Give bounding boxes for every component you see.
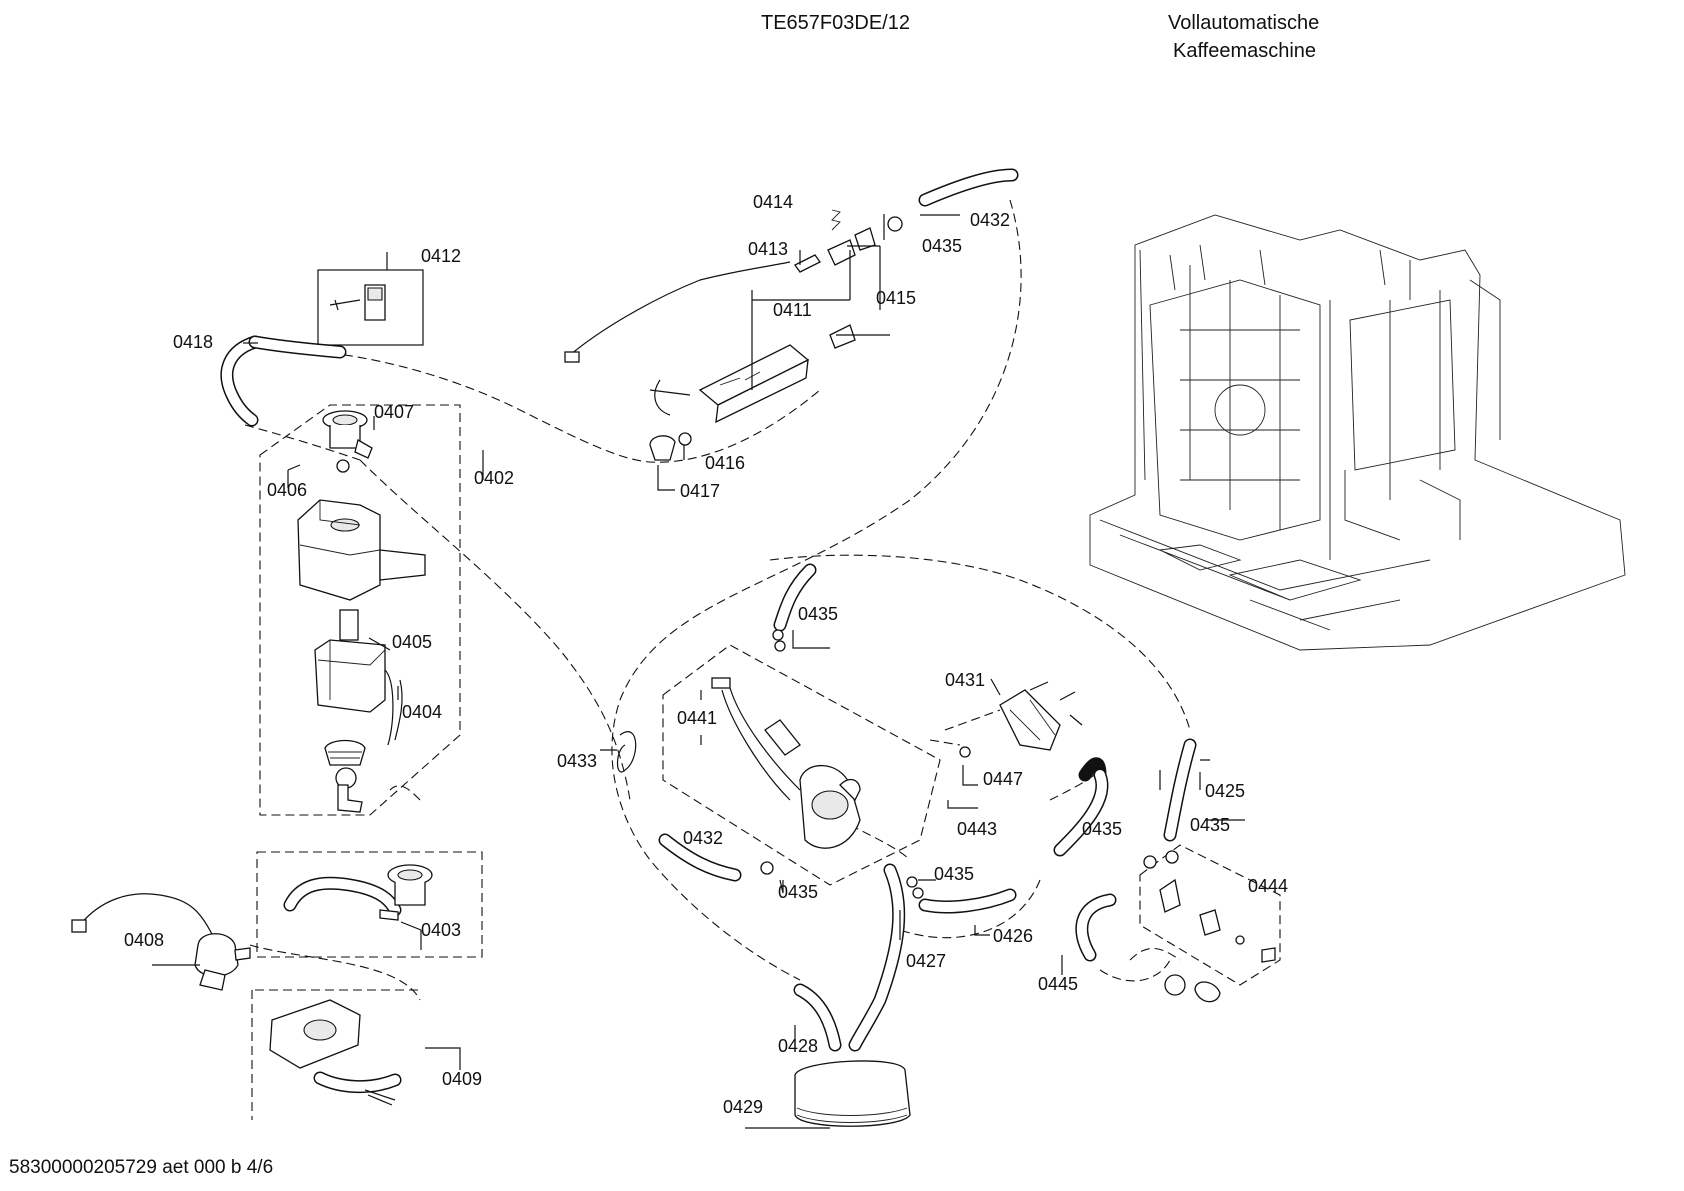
label-0433: 0433 <box>557 751 597 771</box>
label-0435-top: 0435 <box>922 236 962 256</box>
label-0429: 0429 <box>723 1097 763 1117</box>
label-0405: 0405 <box>392 632 432 652</box>
label-0416: 0416 <box>705 453 745 473</box>
label-0412: 0412 <box>421 246 461 266</box>
label-0414: 0414 <box>753 192 793 212</box>
hoses <box>220 168 1197 1094</box>
label-0409: 0409 <box>442 1069 482 1089</box>
label-0447: 0447 <box>983 769 1023 789</box>
label-0435-upper: 0435 <box>798 604 838 624</box>
label-0406: 0406 <box>267 480 307 500</box>
label-0404: 0404 <box>402 702 442 722</box>
label-0443: 0443 <box>957 819 997 839</box>
label-0402: 0402 <box>474 468 514 488</box>
label-0407: 0407 <box>374 402 414 422</box>
label-0411: 0411 <box>773 300 812 320</box>
label-0431: 0431 <box>945 670 985 690</box>
label-0445: 0445 <box>1038 974 1078 994</box>
part-drawings <box>71 209 1276 1127</box>
label-0435-left: 0435 <box>778 882 818 902</box>
label-0444: 0444 <box>1248 876 1288 896</box>
label-0415: 0415 <box>876 288 916 308</box>
machine-frame-drawing <box>1089 214 1626 651</box>
connection-lines <box>244 199 1191 1001</box>
label-0425: 0425 <box>1205 781 1245 801</box>
label-0427: 0427 <box>906 951 946 971</box>
leader-lines <box>152 214 1245 1129</box>
label-0435-right-a: 0435 <box>1082 819 1122 839</box>
title-line-1: Vollautomatische <box>1168 12 1320 34</box>
title-line-2: Kaffeemaschine <box>1173 40 1317 62</box>
label-0413: 0413 <box>748 239 788 259</box>
label-0432-bottom: 0432 <box>683 828 723 848</box>
label-0435-right-b: 0435 <box>1190 815 1230 835</box>
label-0428: 0428 <box>778 1036 818 1056</box>
document-reference: 58300000205729 aet 000 b 4/6 <box>9 1157 274 1178</box>
model-number: TE657F03DE/12 <box>761 12 910 34</box>
label-0408: 0408 <box>124 930 164 950</box>
label-0441: 0441 <box>677 708 717 728</box>
label-0403: 0403 <box>421 920 461 940</box>
label-0426: 0426 <box>993 926 1033 946</box>
label-0432-top: 0432 <box>970 210 1010 230</box>
label-0435-mid: 0435 <box>934 864 974 884</box>
part-labels: 0412 0418 0407 0406 0402 0405 0404 0403 … <box>124 192 1288 1117</box>
label-0417: 0417 <box>680 481 720 501</box>
group-boxes <box>251 269 1281 1120</box>
label-0418: 0418 <box>173 332 213 352</box>
